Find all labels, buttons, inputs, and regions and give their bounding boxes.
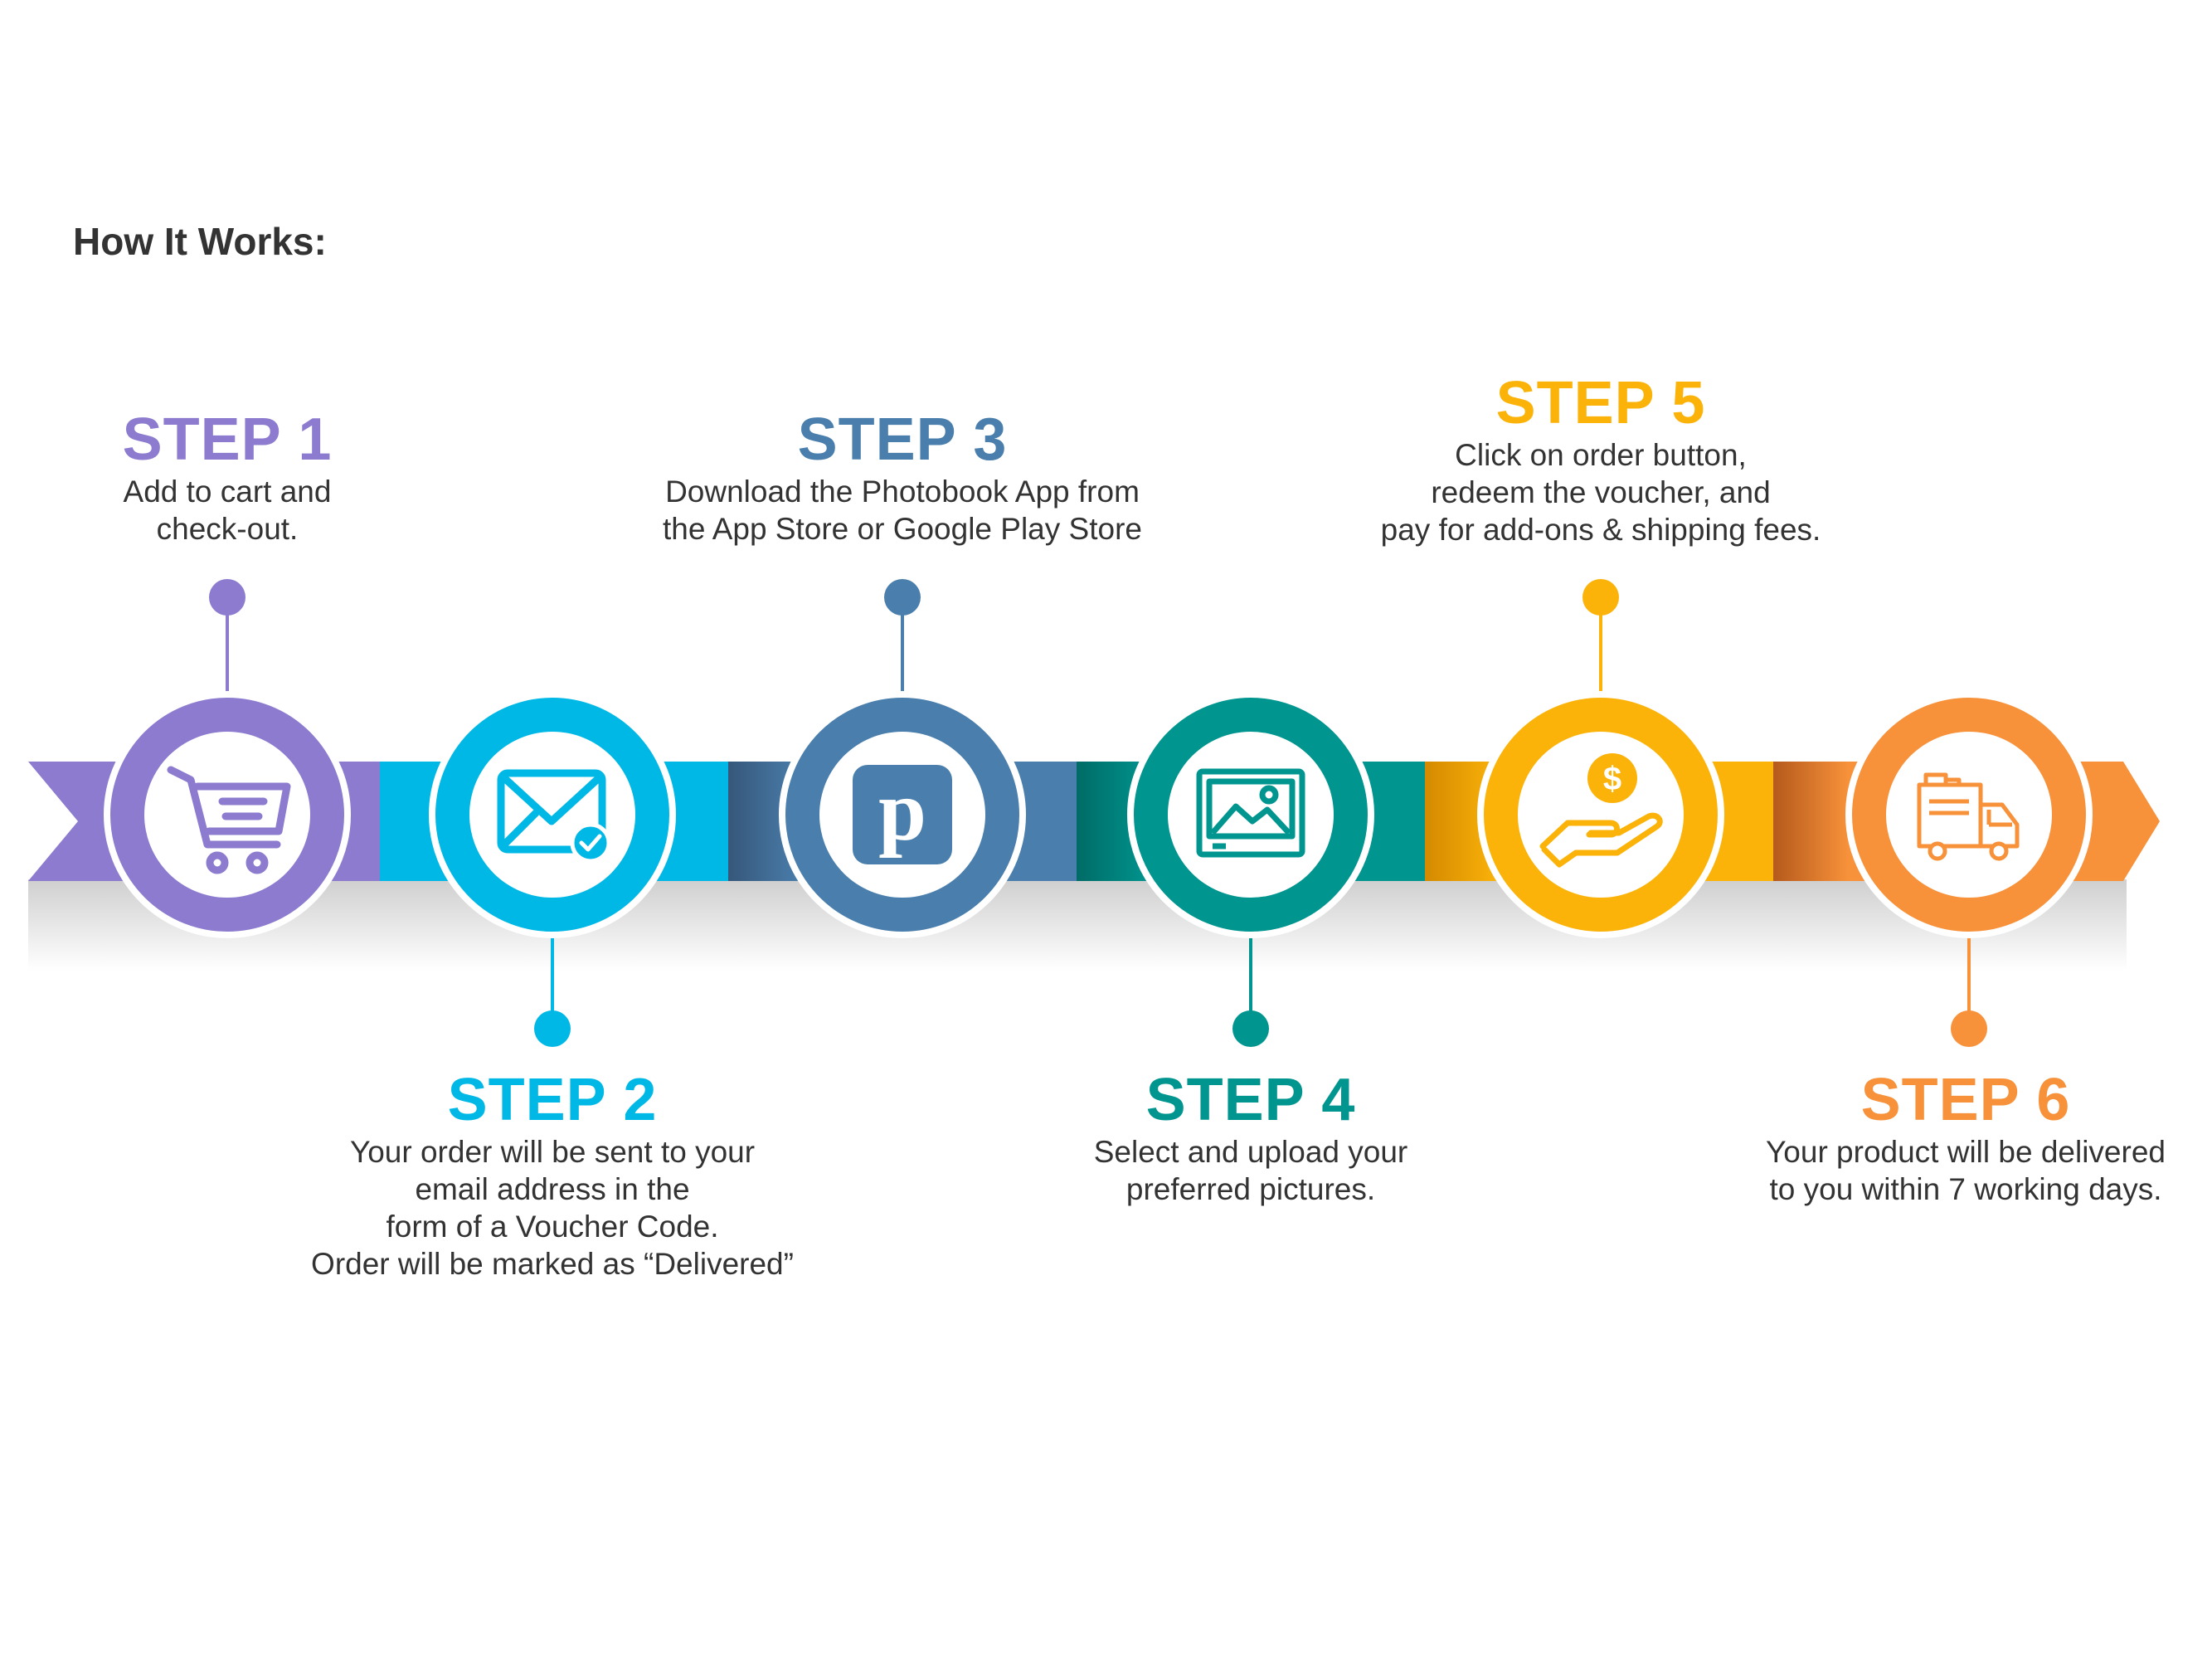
step-heading: STEP 2	[447, 1067, 658, 1133]
step-description-line: to you within 7 working days.	[1769, 1172, 2162, 1206]
hand-dollar-icon: $	[1539, 753, 1663, 868]
photobook-app-letter: p	[878, 763, 926, 859]
step-description-line: pay for add-ons & shipping fees.	[1380, 513, 1821, 547]
ribbon-fold-6	[1773, 762, 1848, 881]
step-heading: STEP 4	[1145, 1067, 1356, 1133]
step-1: STEP 1 Add to cart and check-out.	[0, 406, 542, 548]
connector-dot-2	[534, 1010, 571, 1047]
step-circle-5	[1477, 691, 1724, 938]
connector-dot-5	[1582, 579, 1619, 616]
step-description-line: redeem the voucher, and	[1431, 475, 1771, 509]
dollar-symbol: $	[1603, 761, 1621, 797]
connector-dot-6	[1951, 1010, 1987, 1047]
connectors	[209, 579, 1987, 1047]
step-heading: STEP 1	[122, 406, 333, 473]
photobook-app-icon: p	[853, 763, 952, 864]
step-description-line: Your order will be sent to your	[349, 1135, 756, 1169]
step-circle-4	[1127, 691, 1374, 938]
step-description-line: Download the Photobook App from	[665, 475, 1140, 509]
step-heading: STEP 3	[797, 406, 1008, 473]
step-description-line: Add to cart and	[123, 475, 332, 509]
step-description-line: Order will be marked as “Delivered”	[311, 1247, 794, 1281]
ribbon-shadow	[28, 879, 2127, 971]
step-heading: STEP 6	[1860, 1067, 2071, 1133]
step-description-line: Select and upload your	[1093, 1135, 1408, 1169]
connector-dot-3	[884, 579, 921, 616]
delivery-truck-icon	[1917, 772, 2020, 861]
step-5: STEP 5 Click on order button, redeem the…	[1286, 370, 1916, 548]
step-4: STEP 4 Select and upload your preferred …	[936, 1067, 1566, 1208]
connector-dot-1	[209, 579, 246, 616]
step-6: STEP 6 Your product will be delivered to…	[1725, 1067, 2206, 1208]
step-description-line: form of a Voucher Code.	[386, 1210, 719, 1244]
step-description-line: Click on order button,	[1455, 438, 1747, 472]
step-heading: STEP 5	[1495, 370, 1706, 436]
picture-frame-icon	[1196, 768, 1305, 858]
page-title: How It Works:	[73, 220, 327, 263]
step-3: STEP 3 Download the Photobook App from t…	[587, 406, 1218, 548]
step-circle-2	[429, 691, 676, 938]
envelope-check-icon	[497, 769, 611, 864]
step-description-line: check-out.	[156, 512, 299, 546]
step-description-line: email address in the	[415, 1172, 690, 1206]
step-description-line: the App Store or Google Play Store	[663, 512, 1142, 546]
connector-dot-4	[1232, 1010, 1269, 1047]
step-description-line: preferred pictures.	[1125, 1172, 1376, 1206]
step-2: STEP 2 Your order will be sent to your e…	[237, 1067, 868, 1283]
shopping-cart-icon	[167, 766, 291, 874]
step-description-line: Your product will be delivered	[1766, 1135, 2166, 1169]
